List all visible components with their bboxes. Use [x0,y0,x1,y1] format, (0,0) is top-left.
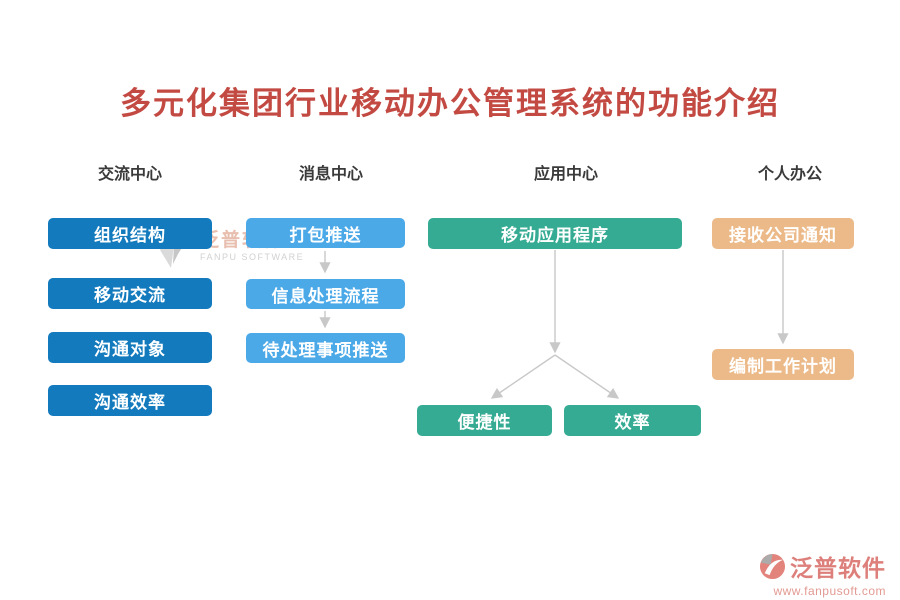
node-mobile-comm: 移动交流 [48,278,212,309]
column-header-application: 应用中心 [533,164,598,183]
column-header-personal: 个人办公 [757,164,822,183]
node-pending-push: 待处理事项推送 [246,333,405,363]
brand-row: 泛普软件 [759,549,886,583]
arrow-app-left [490,354,556,399]
node-efficiency: 效率 [564,405,701,436]
arrow-app-right [554,354,620,399]
node-pack-push: 打包推送 [246,218,405,248]
brand-name: 泛普软件 [790,555,886,582]
column-header-communication: 交流中心 [97,164,162,183]
node-comm-target: 沟通对象 [48,332,212,363]
brand-url: www.fanpusoft.com [773,584,886,598]
logo-white-swoosh [764,559,784,575]
brand-footer: 泛普软件 www.fanpusoft.com [759,549,886,598]
page-title: 多元化集团行业移动办公管理系统的功能介绍 [120,86,780,122]
node-convenience: 便捷性 [417,405,552,436]
watermark-subtitle: FANPU SOFTWARE [200,252,305,262]
node-org-structure: 组织结构 [48,218,212,249]
fanpu-logo-icon [759,553,786,579]
node-receive-notice: 接收公司通知 [712,218,854,249]
node-work-plan: 编制工作计划 [712,349,854,380]
column-header-message: 消息中心 [298,164,363,183]
logo-gray-wedge [760,553,773,565]
node-mobile-app: 移动应用程序 [428,218,682,249]
node-comm-efficiency: 沟通效率 [48,385,212,416]
node-info-process: 信息处理流程 [246,279,405,309]
